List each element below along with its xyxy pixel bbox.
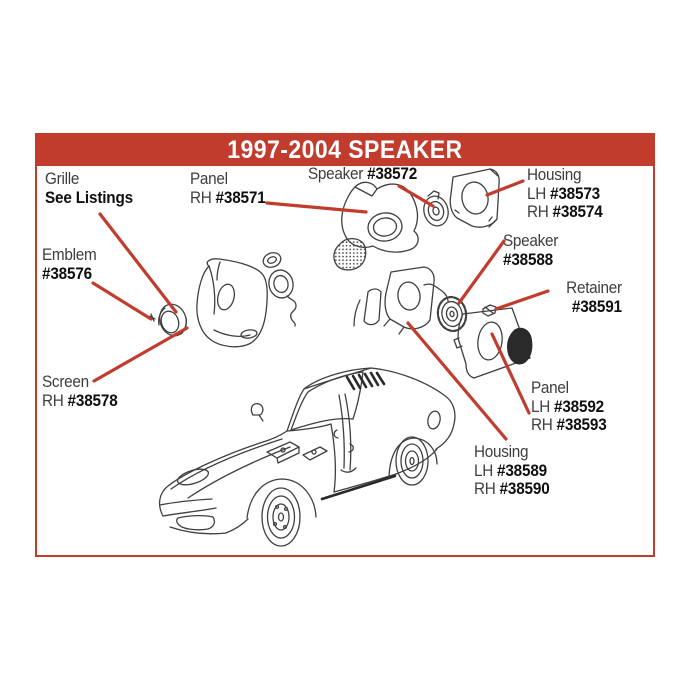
- title-banner: 1997-2004 SPEAKER: [37, 135, 653, 166]
- door-panel-drawing: [196, 258, 268, 348]
- speaker-38572-drawing: [423, 190, 449, 227]
- leader-panel-rh: [265, 201, 368, 214]
- leader-speaker-38572: [397, 184, 435, 208]
- leader-screen: [92, 326, 189, 383]
- leader-retainer: [494, 289, 550, 311]
- car-drawing: [158, 367, 456, 547]
- leader-speaker-38588: [457, 239, 506, 305]
- housing-rear-drawing: [353, 266, 449, 335]
- front-speaker-drawing: [262, 252, 297, 327]
- grille-insert-drawing: [507, 327, 533, 365]
- retainer-drawing: [482, 304, 497, 317]
- sail-panel-drawing: [341, 181, 419, 253]
- leader-emblem: [91, 281, 153, 321]
- exploded-parts: [149, 168, 533, 379]
- mesh-screen-drawing: [333, 237, 367, 271]
- quarter-panel-drawing: [453, 307, 531, 379]
- leader-grille: [98, 212, 178, 314]
- speaker-38588-drawing: [436, 295, 468, 333]
- leader-housing-bottom: [406, 321, 508, 441]
- diagram-frame: 1997-2004 SPEAKER: [35, 133, 655, 557]
- page-title: 1997-2004 SPEAKER: [227, 136, 463, 164]
- emblem-part-drawing: [149, 303, 187, 337]
- rear-deck-grate: [345, 371, 386, 391]
- leader-housing-top: [485, 179, 525, 197]
- leader-panel-lh-rh: [490, 332, 531, 415]
- housing-top-drawing: [449, 168, 500, 228]
- leader-lines: [91, 179, 550, 441]
